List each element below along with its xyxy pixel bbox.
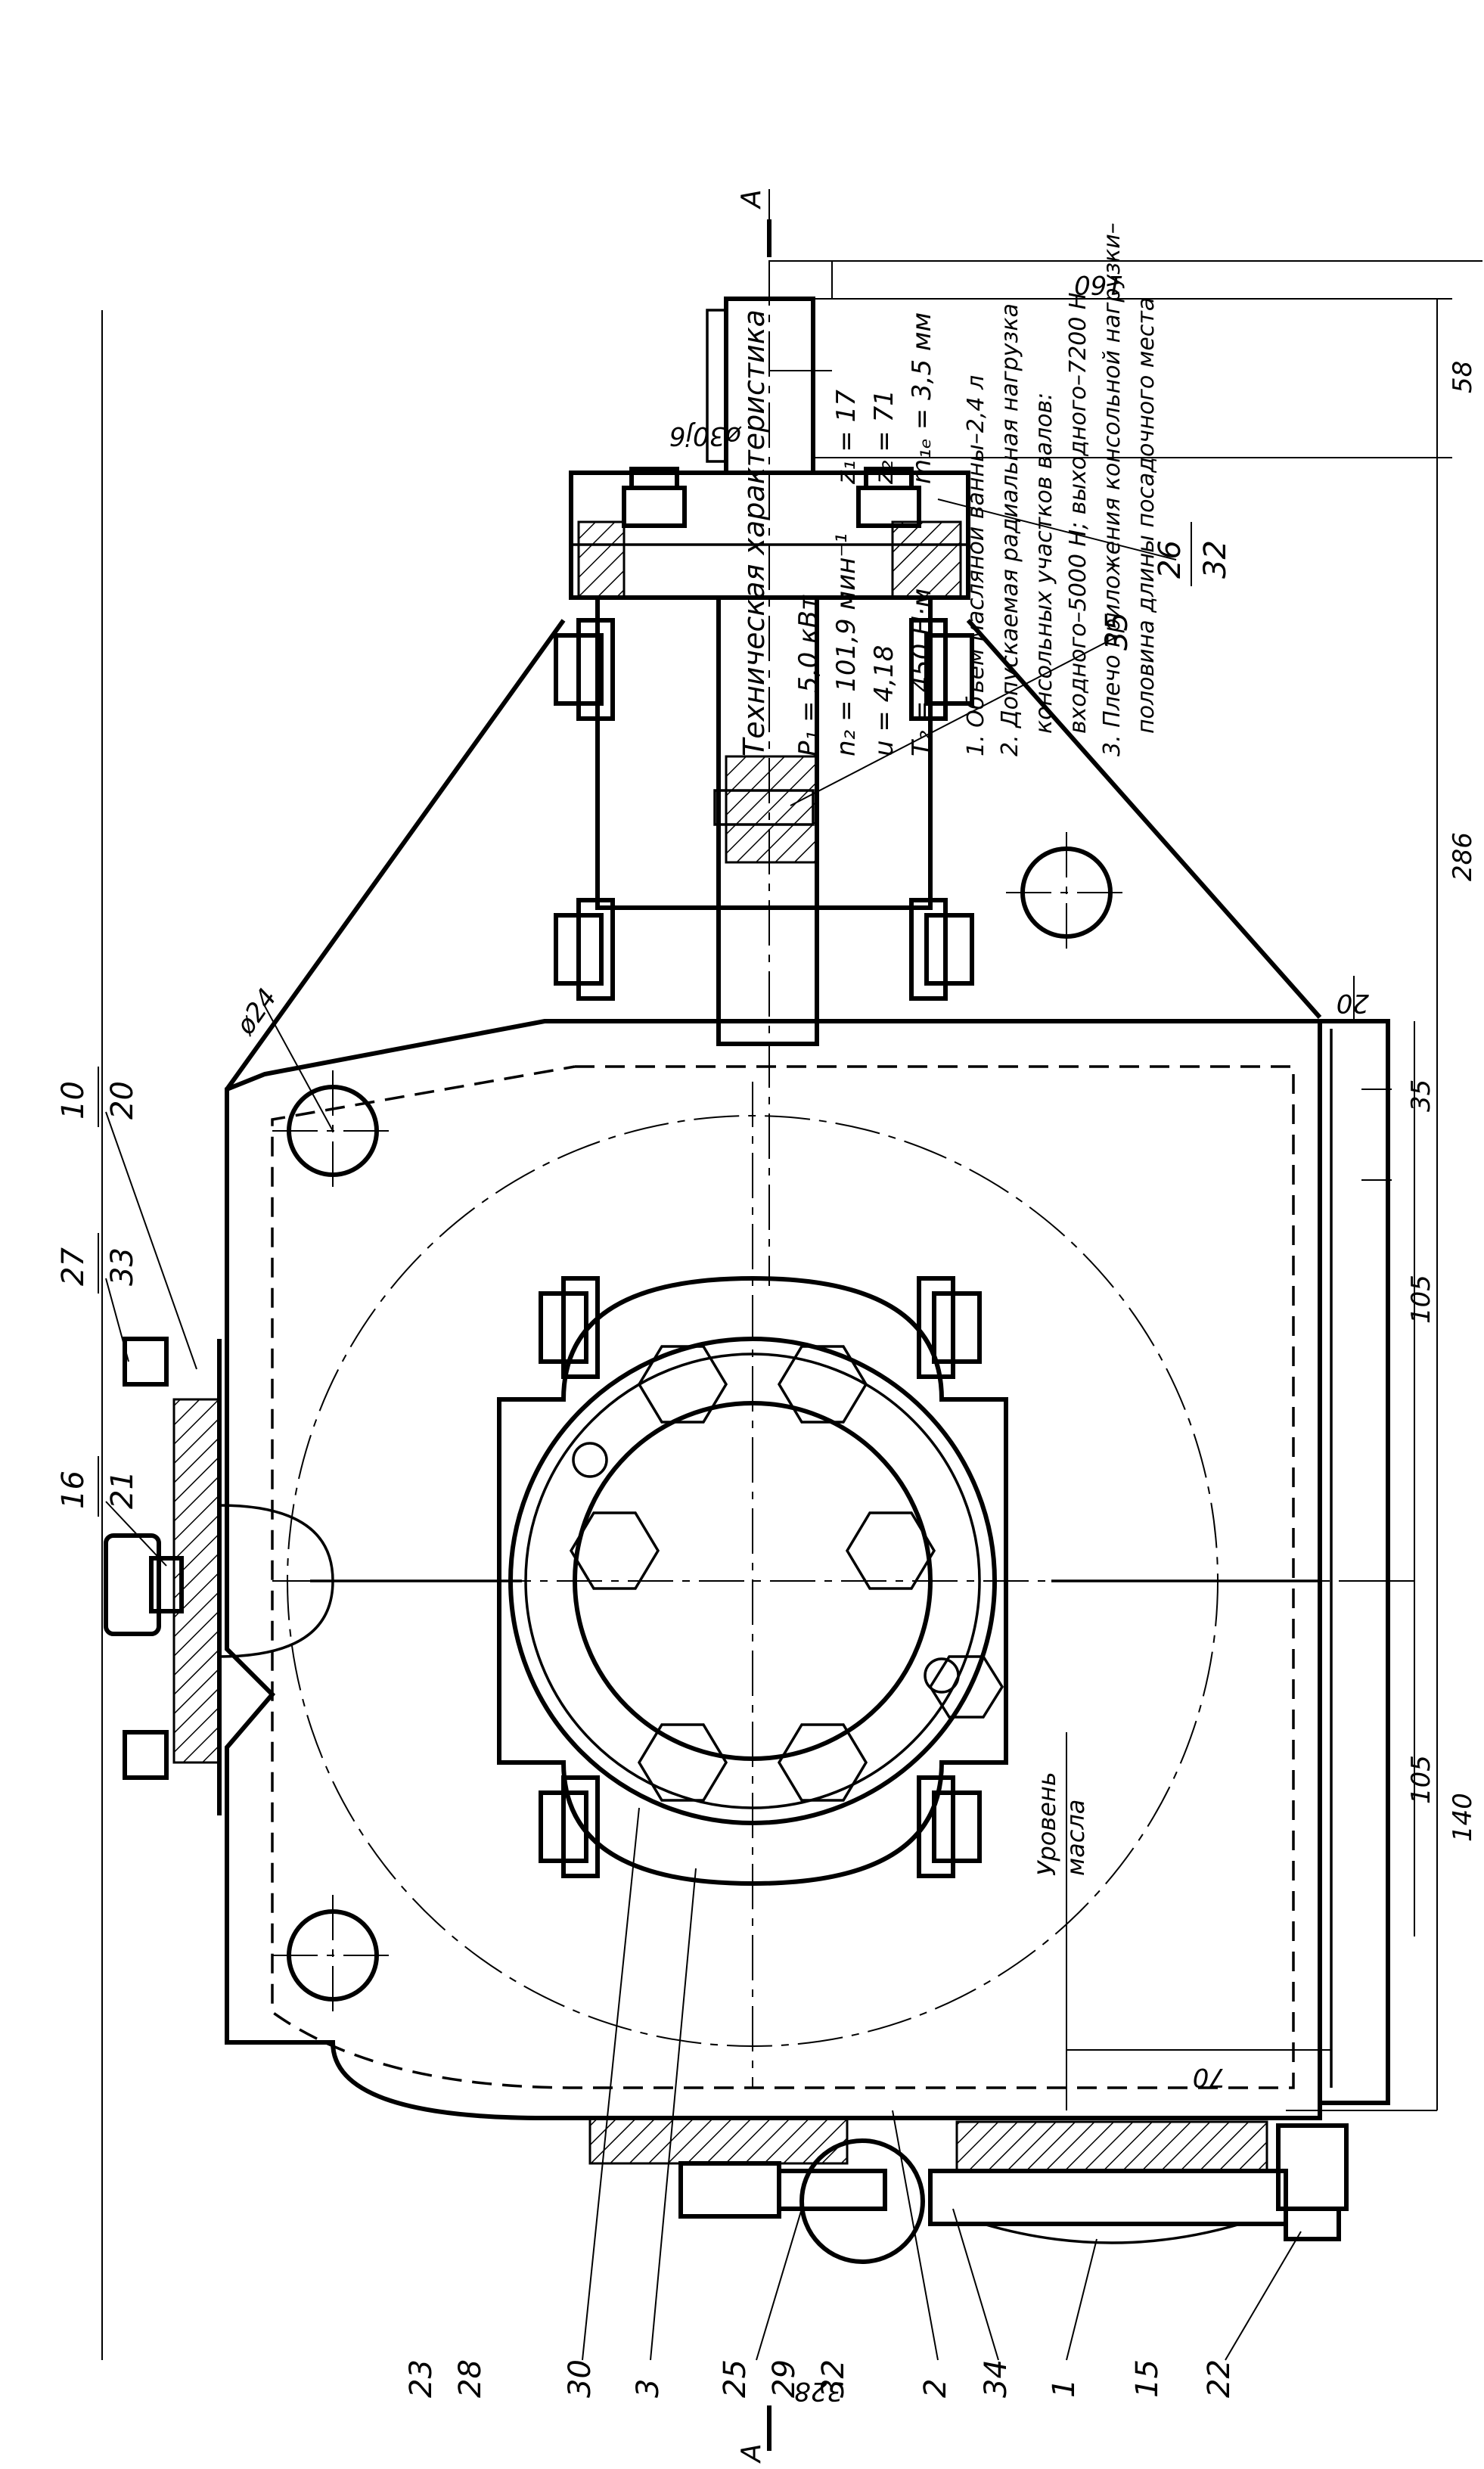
callout-27: 27 — [56, 1247, 91, 1286]
spec-param-4: T₂ = 450 Н·м — [907, 589, 937, 756]
callout-23: 23 — [404, 2359, 439, 2398]
output-hub — [272, 1082, 1407, 2088]
dimension-lines — [101, 260, 1482, 2360]
spec-title: Техническая характеристика — [737, 309, 771, 756]
callout-28: 28 — [453, 2359, 488, 2398]
callout-15: 15 — [1130, 2359, 1165, 2398]
dim-105-bottom: 105 — [1406, 1755, 1436, 1804]
spec-note-4: входного–5000 Н; выходного–7200 Н — [1065, 293, 1091, 734]
dim-105-top: 105 — [1406, 1275, 1436, 1324]
dim-160: 160 — [1074, 269, 1123, 300]
callout-32-bottom: 32 — [816, 2359, 851, 2398]
spec-block: Техническая характеристика P₁ = 5,0 кВт … — [737, 222, 1160, 756]
spec-gear-2: z₂ = 71 — [869, 390, 899, 485]
bottom-bolt — [588, 2117, 925, 2264]
svg-text:А: А — [736, 189, 767, 210]
callout-32-top: 32 — [1198, 540, 1233, 579]
callout-26: 26 — [1153, 540, 1188, 579]
callout-34: 34 — [979, 2359, 1014, 2398]
callout-22: 22 — [1202, 2359, 1237, 2398]
svg-text:А: А — [736, 2443, 767, 2464]
spec-param-3: u = 4,18 — [869, 645, 899, 756]
spec-param-1: P₁ = 5,0 кВт — [793, 595, 824, 756]
callout-labels: 10 20 27 33 16 21 35 26 32 23 28 30 3 25… — [56, 522, 1237, 2398]
input-shaft — [569, 189, 970, 1286]
callout-1: 1 — [1047, 2379, 1082, 2398]
callout-21: 21 — [105, 1471, 140, 1509]
callout-10: 10 — [56, 1081, 91, 1120]
housing-lug-bottom — [272, 1895, 393, 2016]
flange-bolts — [539, 467, 982, 1878]
spec-note-2: 2. Допускаемая радиальная нагрузка — [997, 303, 1023, 756]
dim-35: 35 — [1406, 1079, 1436, 1112]
dim-58: 58 — [1448, 361, 1478, 393]
svg-text:масла: масла — [1061, 1800, 1090, 1876]
callout-33: 33 — [105, 1247, 140, 1286]
spec-gear-3: m₁ₑ = 3,5 мм — [907, 312, 937, 484]
spec-param-2: n₂ = 101,9 мин⁻¹ — [831, 533, 862, 756]
oil-level-label: Уровень масла — [1032, 1772, 1090, 1876]
callout-20: 20 — [105, 1081, 140, 1120]
callout-25: 25 — [718, 2359, 753, 2398]
callout-30: 30 — [563, 2359, 598, 2398]
dim-70: 70 — [1193, 2062, 1225, 2092]
section-mark-bottom: А — [736, 2405, 771, 2464]
callout-29: 29 — [767, 2359, 802, 2398]
spec-note-1: 1. Объем масляной ванны–2,4 л — [963, 375, 989, 756]
inspection-cover — [104, 1337, 334, 1815]
dim-286: 286 — [1448, 832, 1478, 881]
section-mark-top: А — [736, 189, 771, 257]
callout-16: 16 — [56, 1471, 91, 1509]
drain-plug — [928, 2120, 1349, 2244]
housing-lug-right — [1006, 832, 1127, 953]
dim-328: 328 — [794, 2376, 843, 2406]
spec-note-6: половина длины посадочного места — [1133, 297, 1160, 734]
callout-2: 2 — [918, 2379, 953, 2398]
spec-gear-1: z₁ = 17 — [831, 390, 862, 485]
dim-hole-diameter: ø24 — [230, 983, 283, 1041]
svg-text:Уровень: Уровень — [1032, 1772, 1061, 1876]
dimension-texts: ø30j6 ø24 160 58 286 20 35 105 105 140 7… — [230, 269, 1478, 2406]
dim-140: 140 — [1448, 1793, 1478, 1842]
dim-20: 20 — [1337, 988, 1369, 1018]
spec-note-5: 3. Плечо приложения консольной нагрузки– — [1099, 222, 1125, 756]
dim-shaft-diameter: ø30j6 — [669, 421, 742, 451]
callout-3: 3 — [631, 2379, 666, 2398]
callout-35: 35 — [1100, 612, 1135, 651]
spec-note-3: консольных участков валов: — [1031, 393, 1057, 734]
callout-leaders — [105, 498, 1302, 2361]
